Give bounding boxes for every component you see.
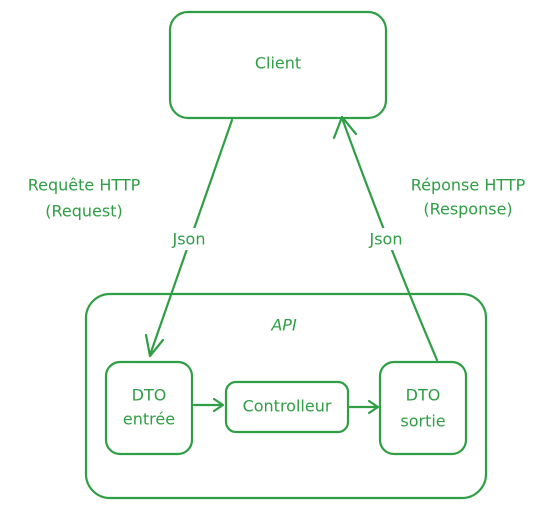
response-format-label: Json <box>369 230 403 249</box>
dto-input-label-line2: entrée <box>123 410 175 429</box>
dto-output-node-box <box>378 360 468 456</box>
dto-input-to-controller-arrowhead <box>212 397 225 413</box>
dto-output-label-line2: sortie <box>400 412 445 431</box>
request-edge-arrowhead <box>144 333 165 358</box>
response-title-line1: Réponse HTTP <box>411 176 526 195</box>
request-title-line2: (Request) <box>45 202 122 221</box>
dto-output-label-line1: DTO <box>406 386 441 405</box>
request-format-label: Json <box>172 230 206 249</box>
controller-node-label: Controlleur <box>243 397 332 416</box>
request-title-line1: Requête HTTP <box>28 176 141 195</box>
dto-input-label-line1: DTO <box>132 386 167 405</box>
api-container-label: API <box>270 316 297 335</box>
dto-input-node-box <box>104 360 194 456</box>
client-node-label: Client <box>255 54 301 73</box>
api-container-box <box>84 292 488 500</box>
response-format-label-bg <box>356 228 416 250</box>
controller-to-dto-output-arrowhead <box>367 399 380 415</box>
controller-node-box <box>224 380 350 434</box>
response-edge-arrowhead <box>332 115 358 140</box>
client-node-box <box>168 10 388 120</box>
response-title-line2: (Response) <box>423 200 512 219</box>
request-format-label-bg <box>160 228 218 250</box>
